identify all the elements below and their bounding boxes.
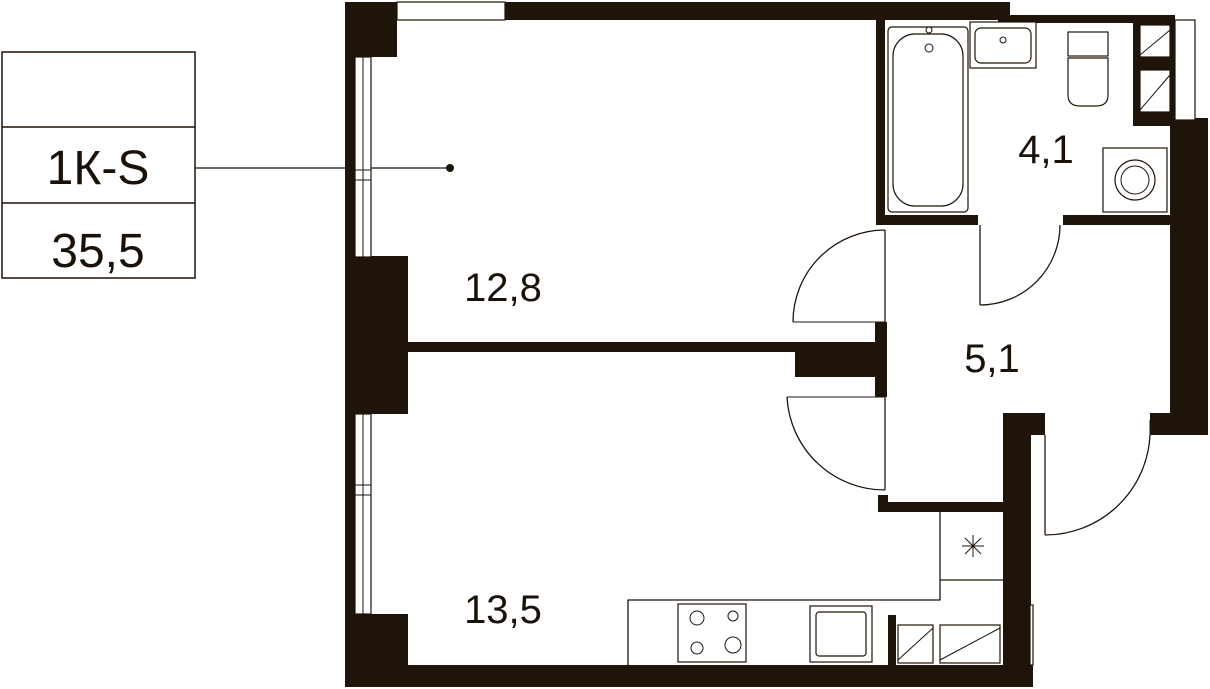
toilet-icon (1067, 31, 1109, 107)
walls (345, 2, 1208, 687)
apartment-type: 1К-S (47, 142, 150, 195)
bathtub-icon (887, 26, 969, 213)
area-bathroom: 4,1 (1018, 128, 1074, 172)
total-area: 35,5 (51, 225, 144, 278)
area-hallway: 5,1 (964, 337, 1020, 381)
stove-icon (677, 603, 747, 663)
info-box: 1К-S 35,5 (1, 51, 196, 279)
kitchen-sink-icon (809, 605, 873, 663)
sink-icon (969, 21, 1037, 69)
bathroom-fixtures (887, 21, 1171, 213)
kitchen-fixtures (627, 512, 1034, 666)
doors (786, 224, 1151, 536)
leader-line (195, 164, 454, 172)
washing-machine-icon (1102, 147, 1168, 213)
fridge-icon (962, 535, 984, 557)
windows (354, 1, 1196, 615)
room-labels: 12,8 13,5 4,1 5,1 (464, 128, 1074, 632)
area-room-lower: 13,5 (464, 588, 542, 632)
area-room-upper: 12,8 (464, 266, 542, 310)
